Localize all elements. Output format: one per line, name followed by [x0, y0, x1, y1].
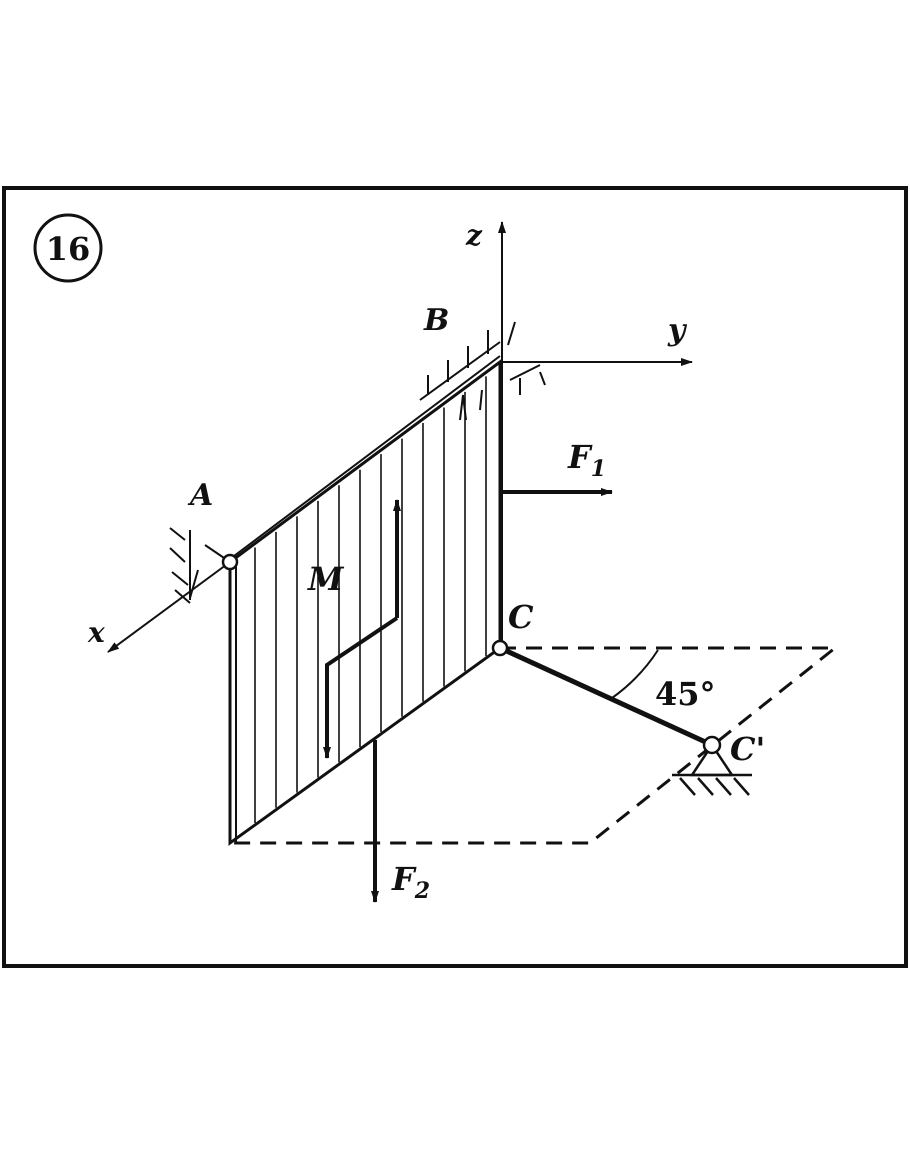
floor-projection-dashed — [230, 646, 840, 845]
angle-arc — [611, 649, 659, 699]
problem-number-badge: 16 — [33, 213, 103, 283]
force-f1-label: F1 — [567, 438, 606, 482]
point-a-label: A — [187, 478, 213, 513]
joint-c-prime — [702, 735, 722, 755]
point-c-prime-label: C' — [730, 730, 765, 768]
plate — [228, 355, 502, 846]
moment-label: M — [307, 560, 345, 598]
rod-cc-prime — [498, 645, 714, 748]
force-f2-label: F2 — [391, 860, 430, 904]
x-axis — [107, 561, 231, 653]
point-b-label: B — [423, 303, 449, 338]
joint-a — [221, 553, 239, 571]
support-a-hatch — [169, 527, 231, 604]
moment-m-arrows — [323, 499, 401, 759]
support-b-hatch — [419, 321, 546, 421]
angle-label: 45° — [655, 675, 716, 713]
point-c-label: C — [508, 598, 534, 636]
figure-frame — [2, 186, 908, 968]
support-c-prime — [672, 742, 752, 796]
y-axis-label: y — [667, 313, 688, 348]
x-axis-label: x — [87, 616, 105, 649]
svg-text:16: 16 — [46, 230, 91, 268]
joint-c — [491, 639, 509, 657]
z-axis-label: z — [465, 219, 483, 252]
